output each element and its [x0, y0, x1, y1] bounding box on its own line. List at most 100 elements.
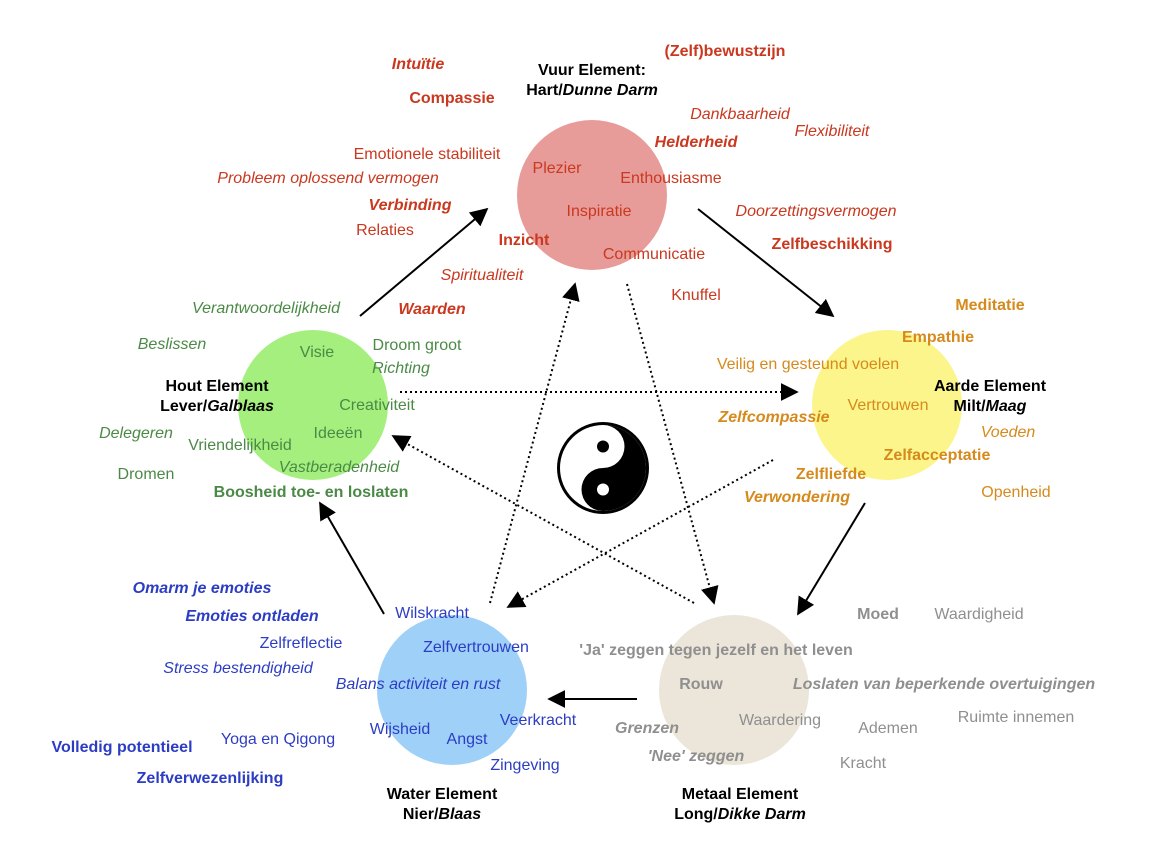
wood-word: Richting	[372, 360, 430, 377]
arrow-wood-to-fire	[359, 207, 489, 317]
water-word: Zelfreflectie	[259, 635, 343, 652]
metal-word: Kracht	[839, 755, 887, 772]
arrow-water-to-wood	[319, 501, 385, 615]
wood-word: Ideeën	[313, 425, 363, 442]
arrow-fire-to-earth	[697, 208, 835, 318]
earth-title-line1: Aarde Element	[933, 378, 1047, 395]
wood-word: Vastberadenheid	[278, 459, 400, 476]
earth-title-organ-italic: Maag	[985, 398, 1027, 415]
wood-word: Visie	[299, 344, 335, 361]
earth-title-organ: Milt/	[953, 398, 986, 415]
earth-word: Zelfcompassie	[718, 409, 830, 426]
fire-word: Intuïtie	[391, 56, 445, 73]
metal-word: Rouw	[679, 676, 723, 693]
wood-title-organ-italic: Galblaas	[207, 398, 274, 415]
water-word: Zelfverwezenlijking	[136, 770, 284, 787]
wood-word: Boosheid toe- en loslaten	[213, 484, 409, 501]
fire-word: (Zelf)bewustzijn	[664, 43, 786, 60]
metal-word: Grenzen	[614, 720, 680, 737]
yin-yang-icon	[557, 422, 649, 514]
metal-word: 'Ja' zeggen tegen jezelf en het leven	[579, 642, 853, 659]
metal-word: Loslaten van beperkende overtuigingen	[792, 676, 1096, 693]
metal-word: 'Nee' zeggen	[647, 748, 745, 765]
wood-word: Droom groot	[372, 337, 462, 354]
wood-element-title: Hout Element Lever/Galblaas	[160, 377, 274, 417]
fire-word: Plezier	[532, 160, 582, 177]
water-circle	[377, 615, 527, 765]
wood-title-organ: Lever/	[160, 398, 208, 415]
water-word: Wijsheid	[369, 721, 431, 738]
arrow-fire-to-metal	[626, 283, 719, 605]
fire-word: Compassie	[409, 90, 495, 107]
fire-title-organ-italic: Dunne Darm	[562, 82, 658, 99]
wood-word: Beslissen	[137, 336, 207, 353]
water-word: Stress bestendigheid	[163, 660, 313, 677]
metal-word: Ademen	[858, 720, 918, 737]
fire-word: Spiritualiteit	[440, 267, 524, 284]
wood-word: Creativiteit	[339, 397, 415, 414]
earth-circle	[812, 330, 962, 480]
arrow-earth-to-metal	[797, 502, 866, 616]
arrow-earth-to-water	[506, 459, 774, 608]
water-title-organ-italic: Blaas	[438, 806, 482, 823]
fire-title-line1: Vuur Element:	[538, 62, 646, 79]
fire-word: Verbinding	[368, 197, 452, 214]
water-word: Emoties ontladen	[185, 608, 319, 625]
earth-word: Openheid	[981, 484, 1051, 501]
water-word: Veerkracht	[499, 712, 577, 729]
fire-word: Zelfbeschikking	[771, 236, 893, 253]
wood-word: Verantwoordelijkheid	[192, 300, 340, 317]
metal-word: Waardering	[738, 712, 822, 729]
fire-word: Inzicht	[498, 232, 550, 249]
water-element-title: Water Element Nier/Blaas	[387, 785, 498, 825]
metal-title-organ-italic: Dikke Darm	[717, 806, 806, 823]
metal-title-line1: Metaal Element	[681, 786, 799, 803]
water-title-line1: Water Element	[386, 786, 498, 803]
fire-word: Flexibiliteit	[794, 123, 870, 140]
water-title-organ: Nier/	[402, 806, 439, 823]
fire-word: Enthousiasme	[620, 170, 722, 187]
fire-circle	[517, 120, 667, 270]
fire-title-organ: Hart/	[526, 82, 563, 99]
earth-word: Empathie	[901, 329, 975, 346]
metal-word: Ruimte innemen	[957, 709, 1075, 726]
metal-circle	[659, 615, 809, 765]
metal-title-organ: Long/	[674, 806, 718, 823]
earth-word: Zelfacceptatie	[883, 447, 991, 464]
arrow-metal-to-wood	[391, 435, 695, 604]
fire-word: Relaties	[356, 222, 414, 239]
fire-word: Knuffel	[671, 287, 721, 304]
fire-word: Doorzettingsvermogen	[735, 203, 897, 220]
earth-word: Vertrouwen	[847, 397, 929, 414]
earth-word: Zelfliefde	[795, 466, 867, 483]
metal-word: Waardigheid	[934, 606, 1024, 623]
wood-circle	[238, 330, 388, 480]
water-word: Volledig potentieel	[51, 739, 193, 756]
water-word: Wilskracht	[395, 605, 469, 622]
water-word: Zelfvertrouwen	[423, 639, 529, 656]
water-word: Angst	[446, 731, 488, 748]
water-word: Balans activiteit en rust	[335, 676, 501, 693]
wood-word: Dromen	[117, 466, 175, 483]
fire-word: Communicatie	[602, 246, 706, 263]
wood-word: Vriendelijkheid	[188, 437, 292, 454]
fire-word: Emotionele stabiliteit	[353, 146, 501, 163]
earth-word: Meditatie	[955, 297, 1025, 314]
earth-word: Voeden	[980, 424, 1036, 441]
fire-word: Inspiratie	[566, 203, 632, 220]
wood-word: Delegeren	[99, 425, 173, 442]
fire-word: Helderheid	[654, 134, 738, 151]
earth-word: Veilig en gesteund voelen	[716, 356, 900, 373]
metal-element-title: Metaal Element Long/Dikke Darm	[674, 785, 806, 825]
earth-element-title: Aarde Element Milt/Maag	[934, 377, 1046, 417]
earth-word: Verwondering	[743, 489, 851, 506]
fire-element-title: Vuur Element: Hart/Dunne Darm	[526, 61, 658, 101]
water-word: Zingeving	[490, 757, 560, 774]
water-word: Omarm je emoties	[132, 580, 272, 597]
arrow-water-to-fire	[489, 282, 580, 604]
wood-title-line1: Hout Element	[165, 378, 269, 395]
water-word: Yoga en Qigong	[220, 731, 336, 748]
fire-word: Dankbaarheid	[690, 106, 790, 123]
fire-word: Waarden	[398, 301, 466, 318]
